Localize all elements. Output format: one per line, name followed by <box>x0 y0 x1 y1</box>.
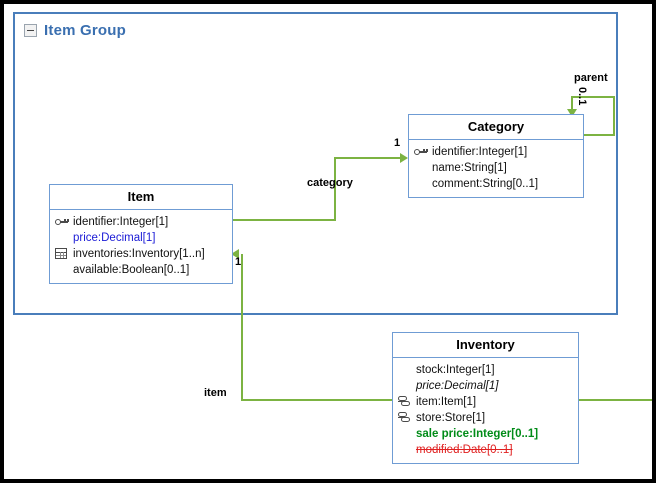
assoc-parent-seg-right <box>613 96 615 136</box>
attribute-label: identifier:Integer[1] <box>73 216 169 228</box>
assoc-item-seg-h <box>241 399 392 401</box>
attribute-label: sale price:Integer[0..1] <box>416 428 539 440</box>
class-attrs-item: identifier:Integer[1] price:Decimal[1] i… <box>50 210 232 283</box>
assoc-category-label: category <box>307 177 353 189</box>
attribute-row[interactable]: store:Store[1] <box>397 410 576 426</box>
package-title: Item Group <box>44 22 127 39</box>
minus-box-icon[interactable] <box>24 24 37 37</box>
assoc-item-label: item <box>204 387 227 399</box>
assoc-category-seg-h1 <box>232 219 336 221</box>
attribute-label: name:String[1] <box>432 162 507 174</box>
attribute-label: price:Decimal[1] <box>73 232 156 244</box>
attribute-label: item:Item[1] <box>416 396 477 408</box>
attribute-label: identifier:Integer[1] <box>432 146 528 158</box>
attribute-row[interactable]: comment:String[0..1] <box>413 176 581 192</box>
assoc-item-seg-v <box>241 254 243 401</box>
assoc-item-arrowhead <box>231 249 239 259</box>
assoc-category-multiplicity: 1 <box>394 137 401 149</box>
assoc-category-seg-h2 <box>334 157 400 159</box>
assoc-category-seg-v <box>334 157 336 221</box>
key-icon <box>413 145 429 159</box>
attribute-row[interactable]: identifier:Integer[1] <box>413 144 581 160</box>
grid-icon <box>54 247 70 261</box>
attribute-label: modified:Date[0..1] <box>416 444 513 456</box>
attribute-label: price:Decimal[1] <box>416 380 499 392</box>
assoc-parent-seg-left <box>571 96 573 114</box>
class-box-item[interactable]: Item identifier:Integer[1] price:Decimal… <box>49 184 233 284</box>
attribute-row[interactable]: inventories:Inventory[1..n] <box>54 246 230 262</box>
class-title-item: Item <box>50 185 232 210</box>
class-box-inventory[interactable]: Inventory stock:Integer[1] price:Decimal… <box>392 332 579 464</box>
assoc-parent-multiplicity: 0..1 <box>576 87 588 106</box>
attribute-row[interactable]: identifier:Integer[1] <box>54 214 230 230</box>
assoc-parent-arrowhead <box>567 109 577 117</box>
class-title-inventory: Inventory <box>393 333 578 358</box>
class-title-category: Category <box>409 115 583 140</box>
assoc-item-multiplicity: 1 <box>235 256 242 268</box>
attribute-label: stock:Integer[1] <box>416 364 495 376</box>
class-attrs-category: identifier:Integer[1] name:String[1] com… <box>409 140 583 197</box>
attribute-row[interactable]: price:Decimal[1] <box>397 378 576 394</box>
assoc-parent-seg-bottom <box>571 134 615 136</box>
link-icon <box>397 395 413 409</box>
assoc-parent-label: parent <box>574 72 608 84</box>
link-icon <box>397 411 413 425</box>
package-header: Item Group <box>24 22 126 39</box>
diagram-canvas[interactable]: Item Group category 1 parent 0..1 item 1… <box>4 4 652 479</box>
attribute-row[interactable]: modified:Date[0..1] <box>397 442 576 458</box>
attribute-label: store:Store[1] <box>416 412 486 424</box>
attribute-row[interactable]: sale price:Integer[0..1] <box>397 426 576 442</box>
attribute-row[interactable]: available:Boolean[0..1] <box>54 262 230 278</box>
class-attrs-inventory: stock:Integer[1] price:Decimal[1] item:I… <box>393 358 578 463</box>
assoc-parent-seg-top <box>571 96 615 98</box>
attribute-label: inventories:Inventory[1..n] <box>73 248 205 260</box>
attribute-row[interactable]: stock:Integer[1] <box>397 362 576 378</box>
attribute-label: comment:String[0..1] <box>432 178 539 190</box>
class-box-category[interactable]: Category identifier:Integer[1] name:Stri… <box>408 114 584 198</box>
attribute-label: available:Boolean[0..1] <box>73 264 190 276</box>
attribute-row[interactable]: price:Decimal[1] <box>54 230 230 246</box>
attribute-row[interactable]: name:String[1] <box>413 160 581 176</box>
assoc-category-arrowhead <box>400 153 408 163</box>
attribute-row[interactable]: item:Item[1] <box>397 394 576 410</box>
assoc-store-seg-h <box>579 399 652 401</box>
key-icon <box>54 215 70 229</box>
